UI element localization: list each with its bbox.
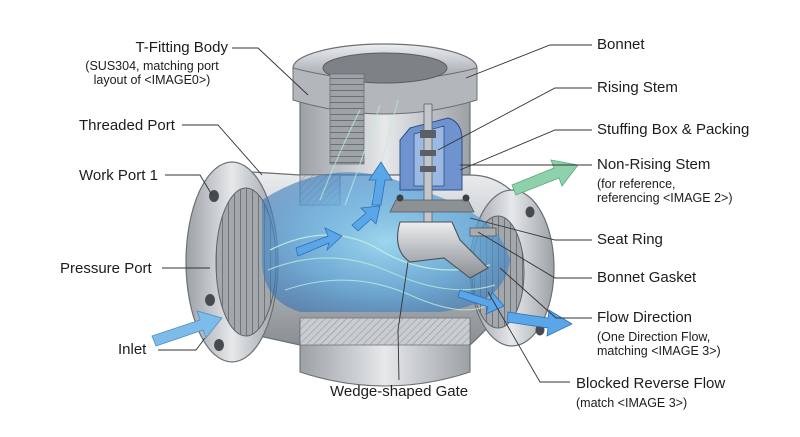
stuffing-box-packing-label: Stuffing Box & Packing — [597, 121, 750, 138]
bonnet-label: Bonnet — [597, 36, 645, 53]
work-port-1-label: Work Port 1 — [79, 167, 158, 184]
blocked-reverse-flow-label: Blocked Reverse Flow — [576, 375, 726, 392]
t-fitting-body-label: T-Fitting Body — [135, 39, 228, 56]
non-rising-stem-arrow — [511, 159, 579, 196]
bonnet-gasket-label: Bonnet Gasket — [597, 269, 697, 286]
bonnet-assembly — [389, 103, 475, 223]
rising-stem-label: Rising Stem — [597, 79, 678, 96]
pressure-port-label: Pressure Port — [60, 260, 152, 277]
t-fitting-body-note: (SUS304, matching port layout of <IMAGE0… — [85, 59, 219, 87]
non-rising-stem-note: (for reference, referencing <IMAGE 2>) — [597, 177, 733, 205]
blocked-reverse-flow-note: (match <IMAGE 3>) — [576, 396, 688, 410]
seat-ring-label: Seat Ring — [597, 231, 663, 248]
threaded-port-label: Threaded Port — [79, 117, 175, 134]
inlet-arrow — [151, 310, 223, 347]
outlet-arrow — [506, 309, 573, 337]
flow-direction-note: (One Direction Flow, matching <IMAGE 3>) — [597, 330, 721, 358]
flow-direction-label: Flow Direction — [597, 309, 693, 326]
wedge-shaped-gate-label: Wedge-shaped Gate — [330, 383, 469, 400]
inlet-label: Inlet — [118, 341, 147, 358]
non-rising-stem-label: Non-Rising Stem — [597, 156, 711, 173]
wedge-gate-shape — [397, 221, 497, 279]
leader-lines — [158, 44, 592, 383]
